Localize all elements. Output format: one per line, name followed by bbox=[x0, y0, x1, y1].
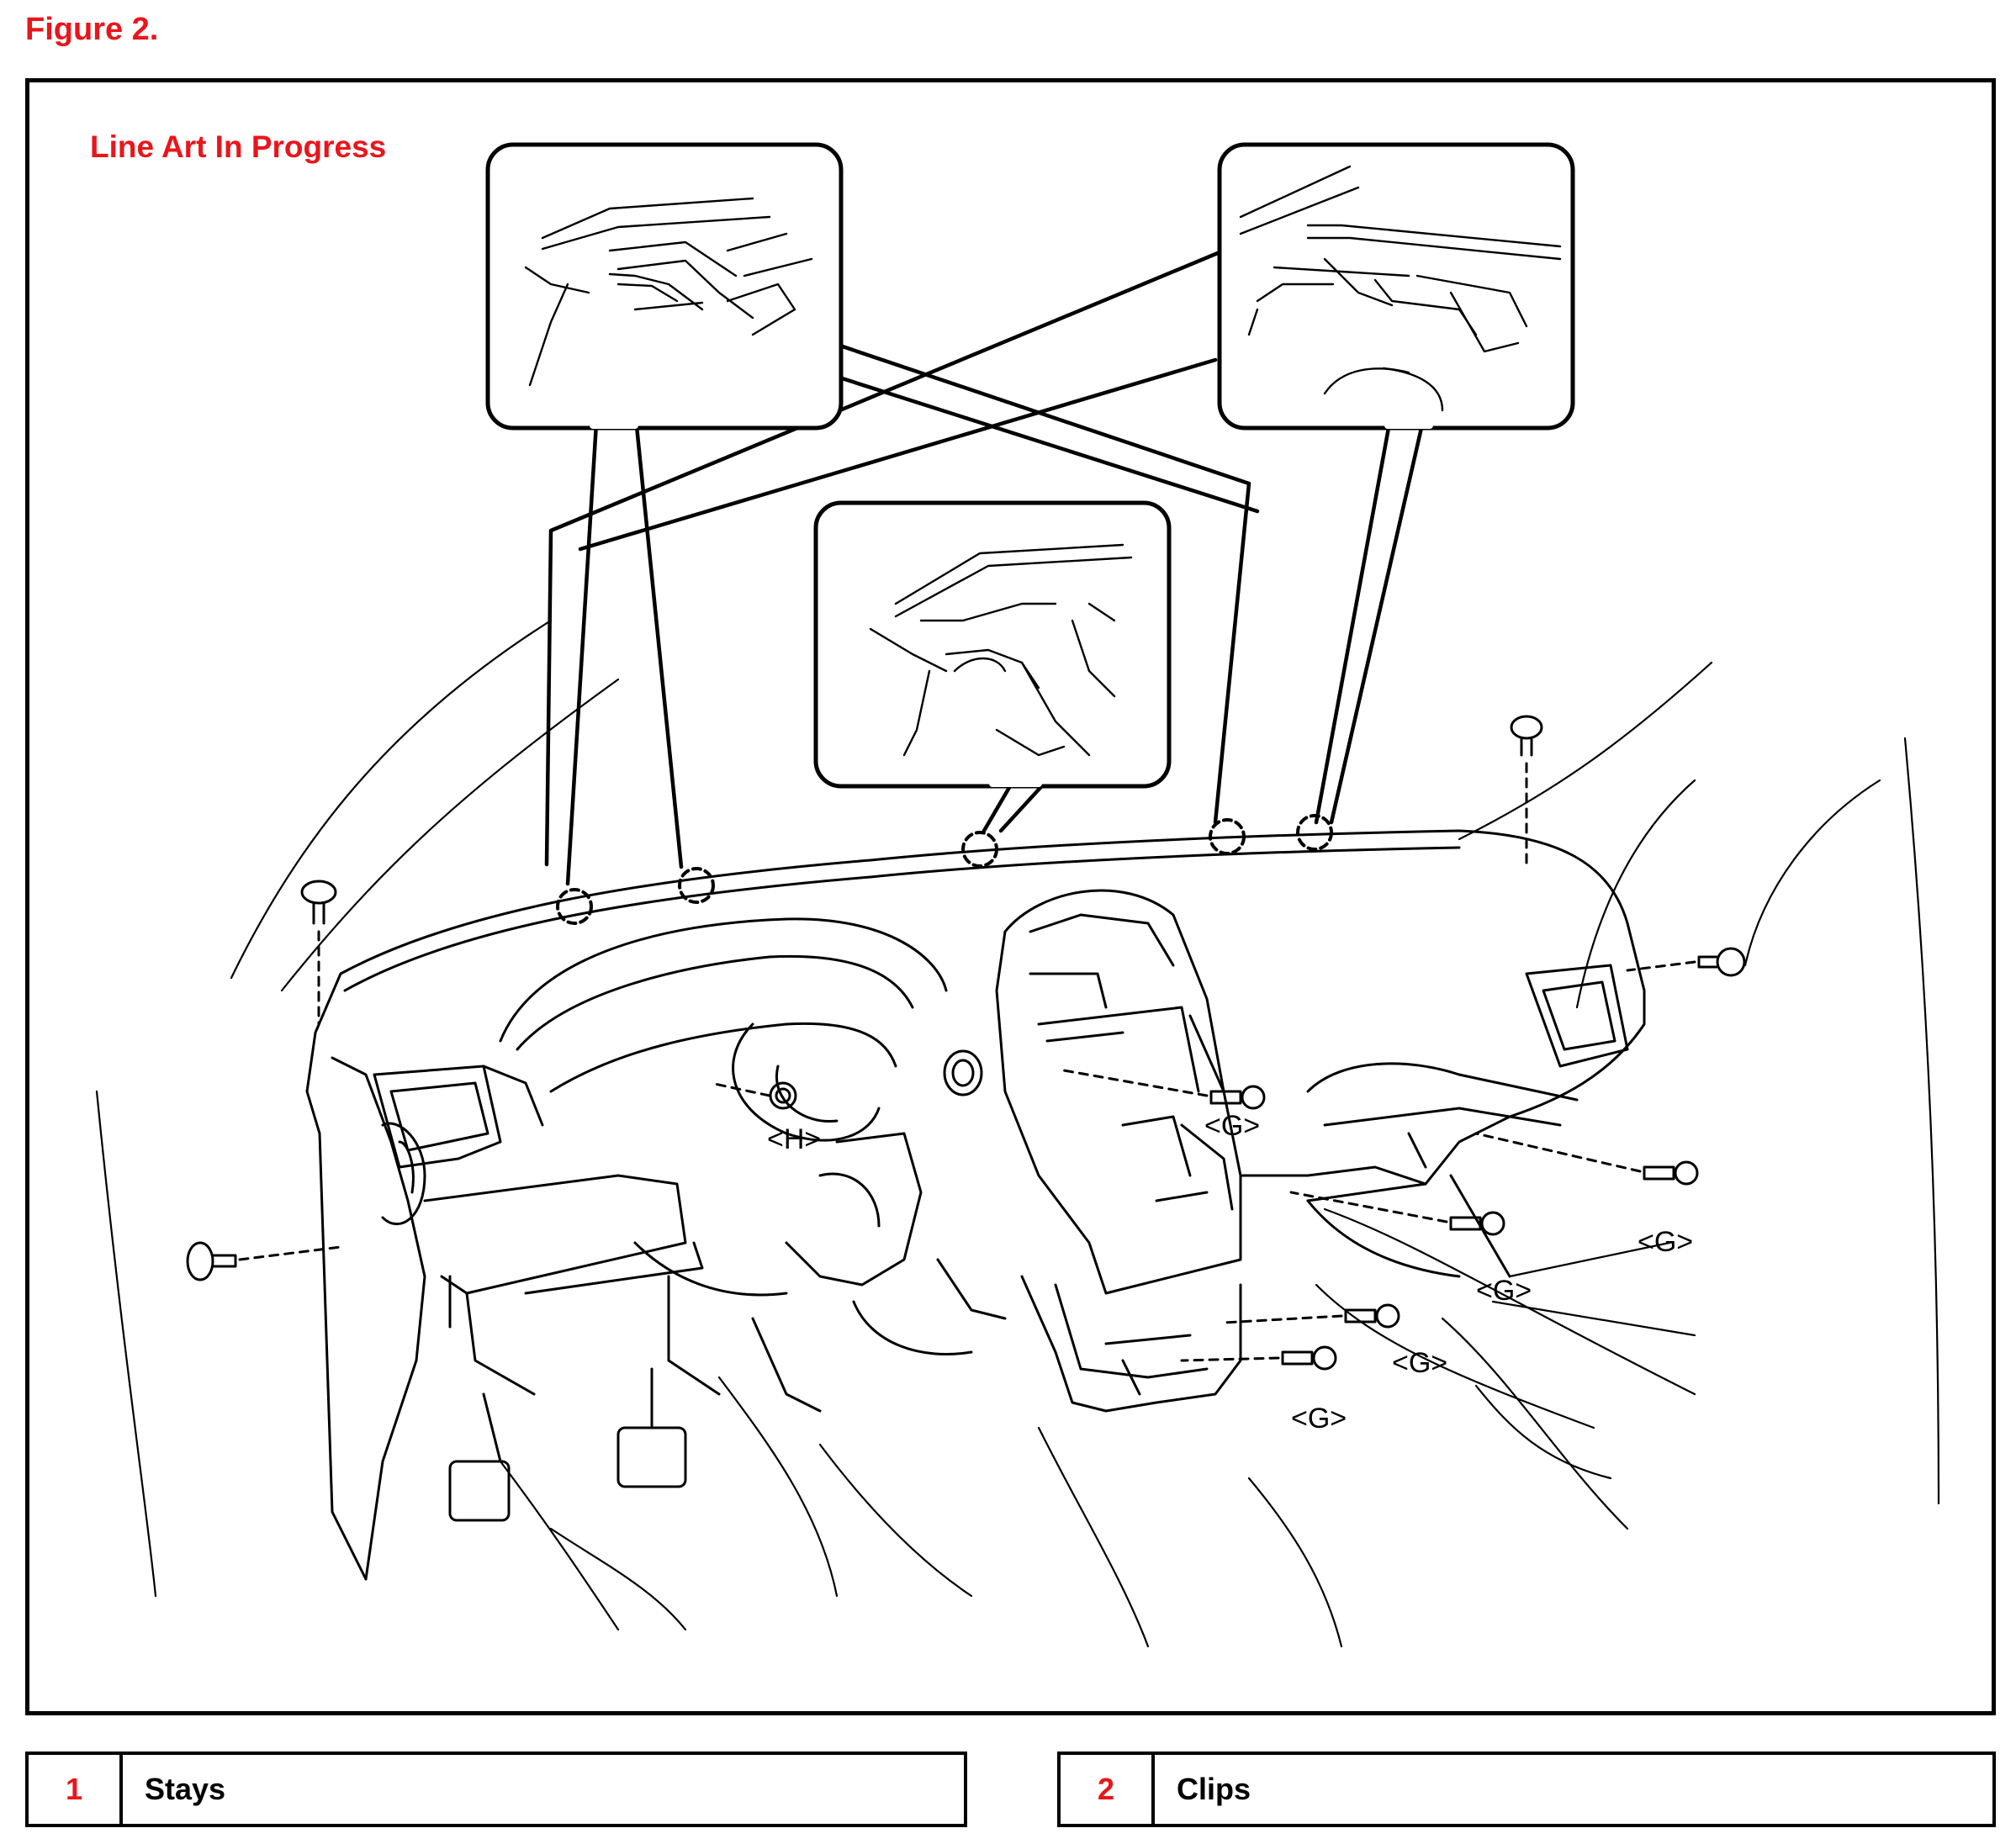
instrument-panel-line-art bbox=[95, 142, 1940, 1648]
instrument-panel-body bbox=[305, 829, 1646, 1581]
detail-inset-left bbox=[485, 142, 844, 431]
callout-label-g: <G> bbox=[1476, 1275, 1532, 1307]
legend-number: 2 bbox=[1061, 1755, 1155, 1824]
fasteners bbox=[186, 715, 1746, 1371]
background-contours bbox=[95, 619, 1940, 1648]
legend-label: Clips bbox=[1177, 1772, 1251, 1806]
callout-label-g: <G> bbox=[1638, 1226, 1694, 1258]
detail-inset-right bbox=[1217, 142, 1575, 431]
callout-label-g: <G> bbox=[1392, 1347, 1448, 1379]
line-art-status-label: Line Art In Progress bbox=[90, 129, 387, 164]
clip-marker bbox=[678, 867, 715, 904]
legend-number: 1 bbox=[29, 1755, 123, 1824]
callout-leader-lines bbox=[544, 248, 1428, 886]
clip-markers bbox=[556, 814, 1333, 925]
legend-item-stays: 1 Stays bbox=[25, 1752, 967, 1827]
diagram-frame: Line Art In Progress <H> <G> <G> <G> <G>… bbox=[25, 78, 1996, 1715]
legend-item-clips: 2 Clips bbox=[1057, 1752, 1996, 1827]
legend-label: Stays bbox=[145, 1772, 226, 1806]
clip-marker bbox=[1209, 818, 1246, 855]
figure-title: Figure 2. bbox=[25, 12, 159, 47]
clip-marker bbox=[1296, 814, 1333, 851]
detail-inset-center bbox=[813, 500, 1172, 789]
callout-label-h: <H> bbox=[767, 1123, 822, 1155]
callout-label-g: <G> bbox=[1204, 1110, 1261, 1142]
clip-marker bbox=[961, 831, 998, 868]
clip-marker bbox=[556, 888, 593, 925]
callout-label-g: <G> bbox=[1291, 1403, 1347, 1435]
